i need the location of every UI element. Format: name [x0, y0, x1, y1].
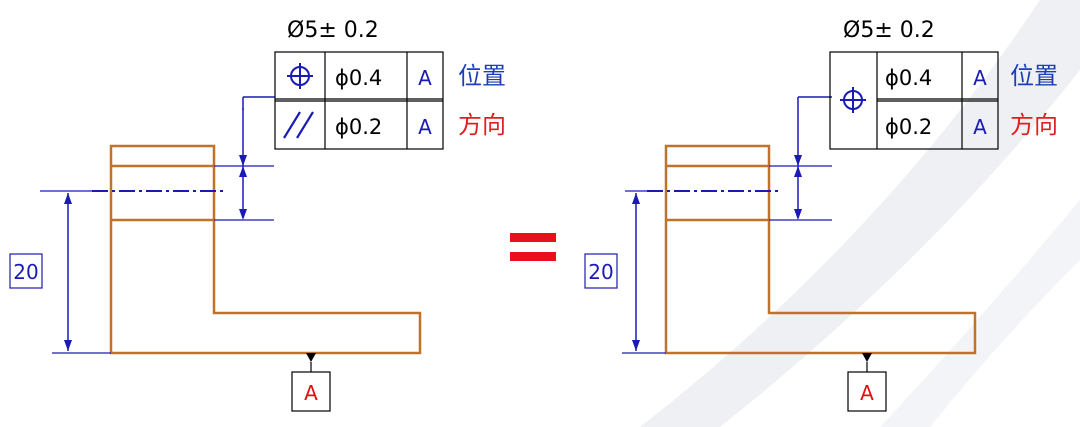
datum-box	[291, 371, 331, 412]
extension-lines	[622, 165, 832, 354]
tolerance-value-orientation: ϕ0.2	[885, 115, 932, 139]
tolerance-value-position: ϕ0.4	[335, 66, 382, 90]
right-view: 20 Ø5± 0.2 ϕ0.4 ϕ0.2 A A 位置 方向	[584, 18, 1058, 412]
position-icon	[287, 63, 313, 89]
extension-lines	[40, 165, 274, 354]
tolerance-value-position: ϕ0.4	[885, 66, 932, 90]
tolerance-value-orientation: ϕ0.2	[335, 115, 382, 139]
datum-ref-position: A	[418, 66, 432, 90]
dimension-box	[584, 253, 618, 289]
datum-ref-orientation: A	[973, 115, 987, 139]
hole-dimension	[794, 96, 832, 220]
datum-triangle	[862, 353, 872, 372]
dimension-box	[9, 253, 43, 289]
left-view: 20 Ø5± 0.2 ϕ0.4	[9, 18, 506, 412]
datum-ref-orientation: A	[418, 115, 432, 139]
equals-sign	[510, 233, 556, 261]
dimension-20	[632, 193, 640, 351]
label-position: 位置	[458, 62, 506, 90]
dimension-20	[64, 193, 72, 351]
dimension-value: 20	[588, 260, 613, 284]
dimension-value: 20	[13, 260, 38, 284]
datum-box	[847, 371, 887, 412]
datum-ref-position: A	[973, 66, 987, 90]
datum-label: A	[860, 381, 874, 405]
label-orientation: 方向	[458, 111, 506, 139]
datum-triangle	[306, 353, 316, 372]
background-swoosh	[640, 0, 1080, 427]
label-orientation: 方向	[1010, 111, 1058, 139]
feature-control-frame	[274, 51, 444, 150]
label-position: 位置	[1010, 62, 1058, 90]
position-icon	[840, 87, 866, 113]
feature-control-frame	[829, 51, 999, 150]
size-tolerance: Ø5± 0.2	[843, 18, 935, 43]
size-tolerance: Ø5± 0.2	[287, 18, 379, 43]
part-outline	[109, 144, 422, 355]
parallelism-icon	[283, 111, 314, 139]
datum-label: A	[304, 381, 318, 405]
hole-dimension	[239, 96, 275, 220]
